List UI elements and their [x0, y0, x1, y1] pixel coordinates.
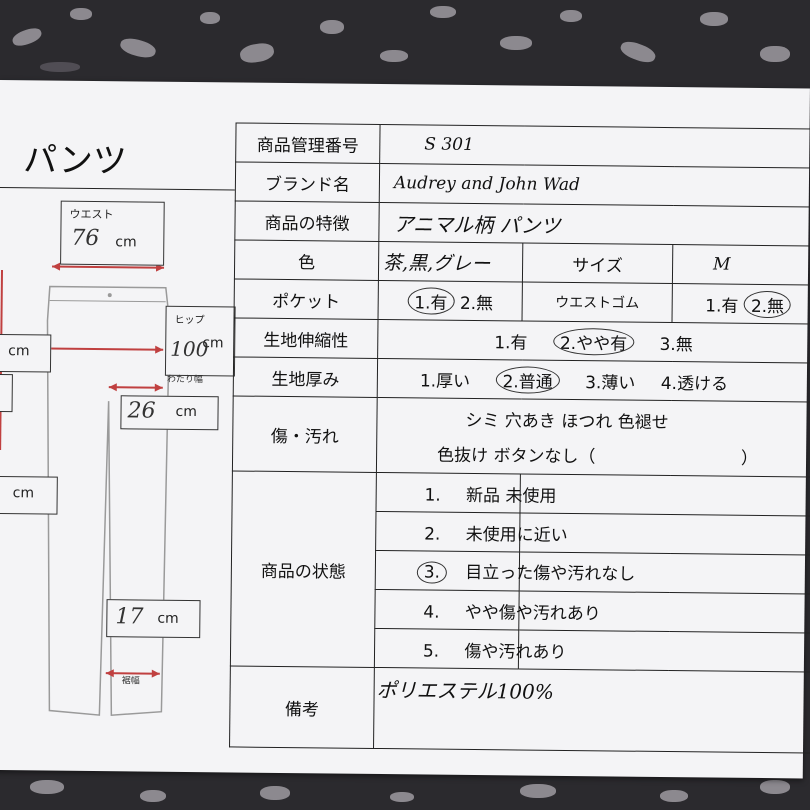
damage-options: シミ 穴あき ほつれ 色褪せ 色抜け ボタンなし（ ）: [376, 397, 810, 478]
row-color-size: 色 茶,黒,グレー サイズ M: [234, 239, 810, 286]
color-label: 色: [234, 239, 379, 281]
row-pocket: ポケット 1.有 2.無 ウエストゴム 1.有 2.無: [234, 278, 810, 325]
stretch-label: 生地伸縮性: [233, 317, 379, 359]
rise-unit: cm: [175, 403, 197, 421]
row-feature: 商品の特徴 アニマル柄 パンツ: [234, 200, 810, 247]
size-label: サイズ: [522, 242, 673, 284]
row-condition-1: 商品の状態 1. 新品 未使用: [230, 470, 810, 668]
condition-label: 商品の状態: [230, 470, 377, 668]
waist-value: 76: [71, 225, 100, 252]
stretch-selected: 2.やや有: [552, 327, 635, 356]
pocket-label: ポケット: [234, 278, 379, 320]
product-card: パンツ ウエスト 76 cm ヒップ 100 cm わたり幅: [0, 80, 810, 779]
waist-rubber-label: ウエストゴム: [522, 281, 673, 323]
rise-measure-box: 26 cm: [120, 395, 219, 431]
spec-table: 商品管理番号 S 301 ブランド名 Audrey and John Wad 商…: [229, 122, 810, 754]
row-stretch: 生地伸縮性 1.有 2.やや有 3.無: [233, 317, 810, 364]
left-small-box: [0, 373, 13, 413]
condition-item: 5. 傷や汚れあり: [374, 628, 677, 671]
hip-measure-box: ヒップ 100 cm: [164, 305, 236, 377]
hem-value: 17: [115, 604, 144, 630]
hem-unit: cm: [157, 610, 179, 627]
condition-item: 1. 新品 未使用: [376, 472, 679, 515]
hip-label: ヒップ: [174, 314, 205, 327]
thickness-selected: 2.普通: [495, 365, 560, 394]
row-product-id: 商品管理番号 S 301: [235, 122, 810, 169]
brand-value: Audrey and John Wad: [379, 163, 810, 208]
condition-item: 2. 未使用に近い: [375, 511, 678, 554]
feature-value: アニマル柄 パンツ: [378, 202, 810, 247]
note-value: ポリエステル100%: [373, 667, 810, 754]
row-damage: 傷・汚れ シミ 穴あき ほつれ 色褪せ 色抜け ボタンなし（ ）: [232, 395, 810, 478]
waist-unit: cm: [115, 234, 137, 251]
waist-label: ウエスト: [69, 207, 114, 222]
row-note: 備考 ポリエステル100%: [229, 665, 810, 754]
pocket-options: 1.有 2.無: [378, 280, 523, 321]
waist-rubber-options: 1.有 2.無: [671, 283, 810, 325]
thickness-label: 生地厚み: [233, 356, 378, 398]
hem-measure-box: 17 cm: [106, 599, 201, 639]
thickness-options: 1.厚い 2.普通 3.薄い 4.透ける: [377, 358, 810, 403]
inseam-measure-box: cm: [0, 475, 58, 515]
waist-rubber-opt2: 2.無: [743, 290, 792, 318]
damage-label: 傷・汚れ: [232, 395, 378, 473]
condition-item: 4. やや傷や汚れあり: [374, 589, 678, 632]
color-value: 茶,黒,グレー: [378, 241, 523, 282]
waist-rubber-opt1: 1.有: [705, 295, 739, 317]
product-id-value: S 301: [379, 124, 810, 169]
note-label: 備考: [229, 665, 375, 749]
product-id-label: 商品管理番号: [235, 122, 381, 164]
brand-label: ブランド名: [235, 161, 380, 203]
pocket-opt1: 1.有: [407, 286, 455, 315]
row-thickness: 生地厚み 1.厚い 2.普通 3.薄い 4.透ける: [233, 356, 810, 403]
row-brand: ブランド名 Audrey and John Wad: [235, 161, 810, 208]
hem-label: 裾幅: [121, 676, 140, 687]
condition-item-selected: 3. 目立った傷や汚れなし: [375, 550, 678, 593]
hip-unit: cm: [202, 335, 224, 352]
page-title: パンツ: [22, 140, 128, 182]
hip-left-box: cm: [0, 333, 52, 373]
waist-measure-box: ウエスト 76 cm: [60, 200, 165, 266]
feature-label: 商品の特徴: [234, 200, 380, 242]
rise-label: わたり幅: [166, 374, 203, 386]
rise-value: 26: [127, 398, 156, 424]
stretch-options: 1.有 2.やや有 3.無: [377, 319, 810, 364]
size-value: M: [672, 244, 810, 286]
pocket-opt2: 2.無: [459, 293, 494, 314]
